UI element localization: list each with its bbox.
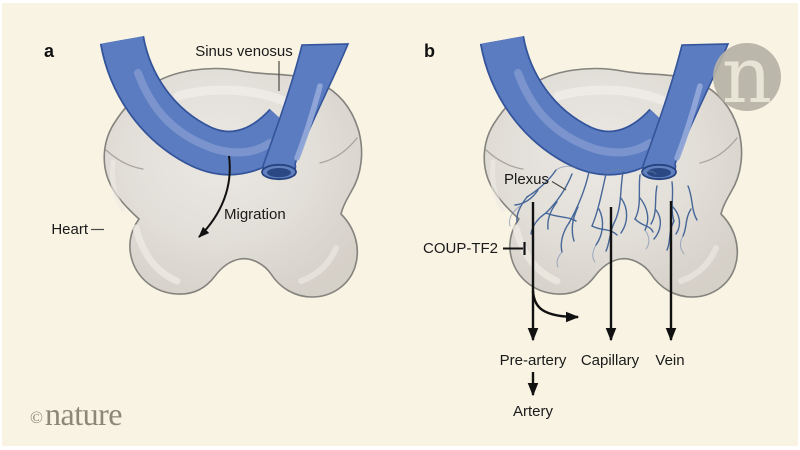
plexus-network bbox=[509, 165, 698, 268]
panel-a-anatomy bbox=[99, 35, 363, 298]
monogram-circle bbox=[713, 43, 781, 111]
heart-highlight bbox=[298, 245, 339, 284]
heart-highlight bbox=[490, 159, 506, 213]
sinus-venosus-band-highlight bbox=[514, 69, 654, 157]
plexus-label: Plexus bbox=[504, 171, 549, 188]
artery-label: Artery bbox=[513, 403, 554, 420]
heart-highlight bbox=[553, 85, 669, 106]
tube-opening bbox=[267, 168, 291, 178]
migration-arrow bbox=[198, 155, 231, 238]
heart-label: Heart bbox=[51, 221, 89, 238]
panel-a-letter: a bbox=[44, 41, 55, 61]
heart-crease bbox=[319, 137, 358, 164]
nature-watermark: © nature bbox=[30, 396, 123, 432]
sinus-venosus-tube-highlight bbox=[294, 83, 323, 161]
migration-label: Migration bbox=[224, 206, 286, 223]
nature-monogram-logo: n bbox=[713, 31, 781, 121]
pre-artery-label: Pre-artery bbox=[500, 352, 567, 369]
heart-crease bbox=[699, 137, 738, 164]
heart-crease bbox=[105, 149, 144, 170]
monogram-letter: n bbox=[722, 31, 772, 121]
copyright-icon: © bbox=[30, 408, 43, 427]
panel-b-letter: b bbox=[424, 41, 435, 61]
tube-opening bbox=[647, 168, 671, 178]
sinus-venosus-label: Sinus venosus bbox=[195, 43, 293, 60]
capillary-label: Capillary bbox=[581, 352, 640, 369]
coup-tf2-label: COUP-TF2 bbox=[423, 240, 498, 257]
heart-highlight bbox=[173, 85, 289, 106]
heart-highlight bbox=[132, 224, 181, 285]
heart-crease bbox=[485, 149, 524, 170]
plexus-pointer bbox=[551, 180, 567, 191]
sinus-venosus-band-highlight bbox=[134, 69, 274, 157]
vein-label: Vein bbox=[655, 352, 684, 369]
panel-b-anatomy bbox=[479, 35, 743, 298]
nature-wordmark: nature bbox=[45, 396, 122, 432]
sinus-venosus-tube-highlight bbox=[674, 83, 703, 161]
heart-highlight bbox=[678, 245, 719, 284]
heart-highlight bbox=[110, 159, 126, 213]
branch-arrow bbox=[531, 290, 580, 323]
